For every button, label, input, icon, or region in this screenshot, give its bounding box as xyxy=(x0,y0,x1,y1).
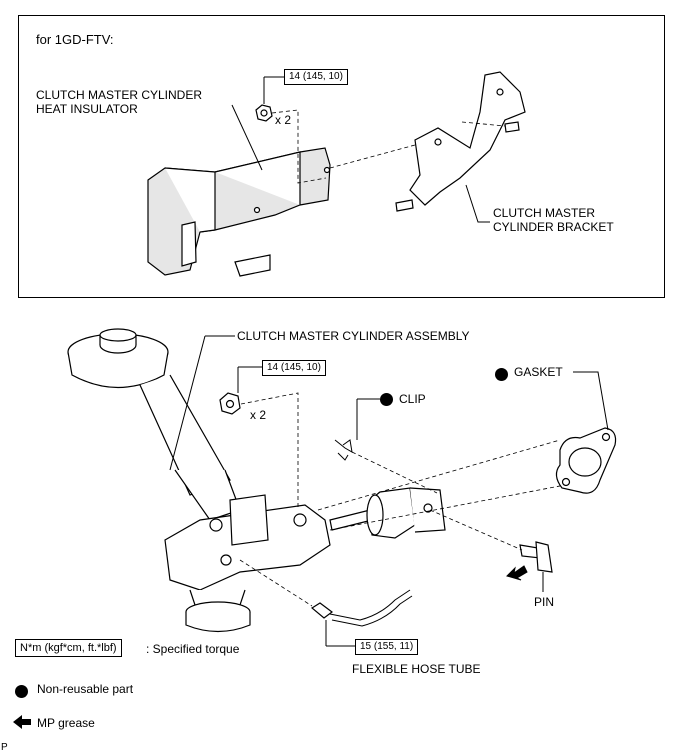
heat-insulator-label-line1: CLUTCH MASTER CYLINDER xyxy=(36,88,203,102)
gasket-part xyxy=(555,427,617,494)
clutch-master-cylinder-part xyxy=(67,328,373,633)
top-nut-torque-box: 14 (145, 10) xyxy=(284,69,348,85)
legend-torque-box: N*m (kgf*cm, ft.*lbf) xyxy=(15,639,122,657)
legend-non-reusable-text: Non-reusable part xyxy=(37,682,134,696)
legend-non-reusable-dot xyxy=(15,685,28,698)
clip-part xyxy=(334,439,353,461)
legend-mp-grease-text: MP grease xyxy=(37,716,95,730)
mp-grease-arrow-icon xyxy=(506,565,528,581)
clip-non-reusable-dot xyxy=(380,393,393,406)
heat-insulator-label-line2: HEAT INSULATOR xyxy=(36,102,138,116)
pin-label: PIN xyxy=(534,595,555,609)
bracket-label-line1: CLUTCH MASTER xyxy=(493,206,596,220)
top-section-title: for 1GD-FTV: xyxy=(36,32,114,47)
clevis-part xyxy=(366,487,446,539)
bracket-part xyxy=(395,71,526,212)
gasket-non-reusable-dot xyxy=(495,368,508,381)
legend-torque-desc: : Specified torque xyxy=(146,642,240,656)
bottom-nut-torque-box: 14 (145, 10) xyxy=(262,360,326,376)
gasket-label: GASKET xyxy=(514,365,563,379)
top-panel-frame xyxy=(18,15,665,298)
hose-label: FLEXIBLE HOSE TUBE xyxy=(352,662,481,676)
top-nut-icon xyxy=(255,104,273,122)
assembly-label: CLUTCH MASTER CYLINDER ASSEMBLY xyxy=(237,329,470,343)
bracket-label-line2: CYLINDER BRACKET xyxy=(493,220,614,234)
bottom-nut-icon xyxy=(219,392,241,415)
hose-torque-box: 15 (155, 11) xyxy=(355,639,419,655)
bottom-nut-quantity: x 2 xyxy=(250,408,267,422)
flexible-hose-part xyxy=(310,589,413,627)
pin-part xyxy=(519,541,553,573)
heat-insulator-part xyxy=(147,147,331,277)
top-nut-quantity: x 2 xyxy=(275,113,292,127)
legend-mp-grease-arrow-icon xyxy=(13,715,31,729)
corner-mark: P xyxy=(1,742,8,753)
clip-label: CLIP xyxy=(399,392,426,406)
